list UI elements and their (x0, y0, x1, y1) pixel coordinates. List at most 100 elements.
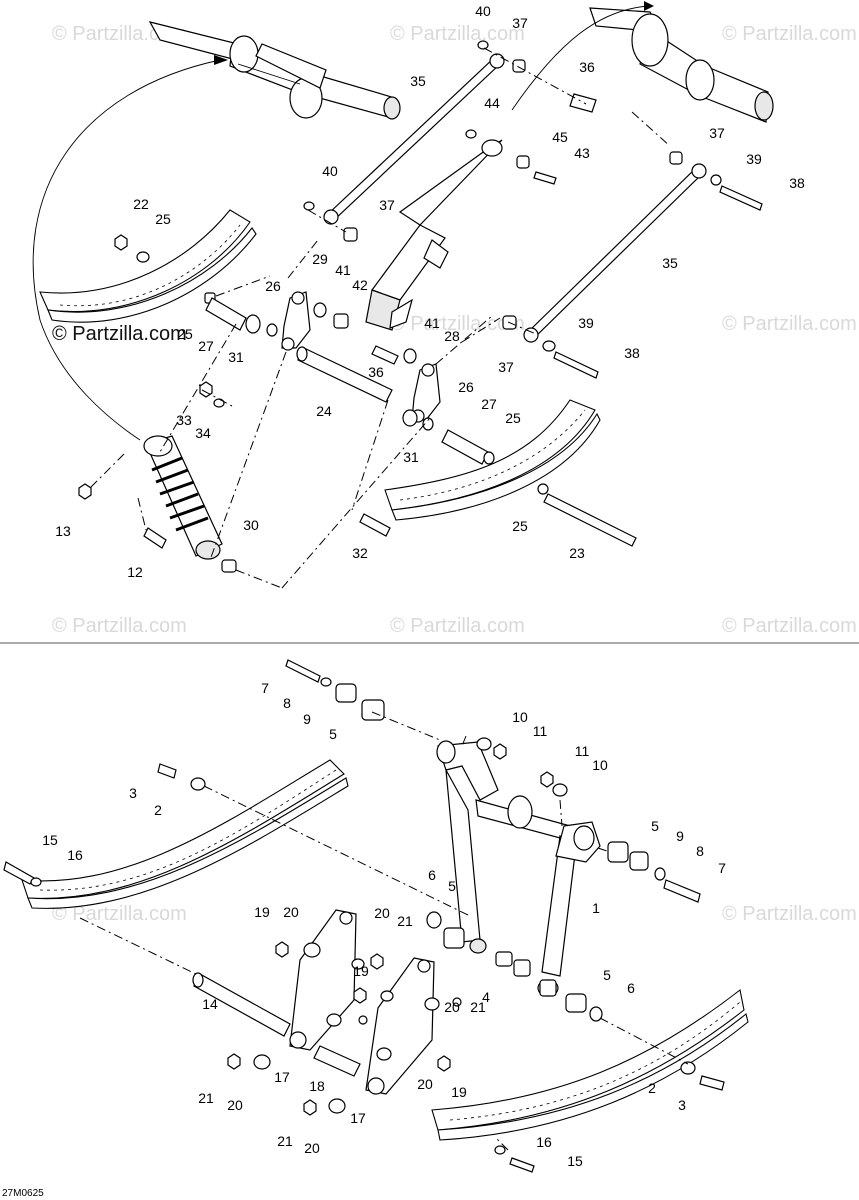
watermark: © Partzilla.com (390, 23, 525, 45)
part-callout: 6 (627, 980, 635, 996)
shaft-24 (296, 346, 393, 403)
part-callout: 25 (177, 326, 193, 342)
part-callout: 25 (512, 518, 528, 534)
part-callout: 19 (254, 904, 270, 920)
part-callout: 26 (458, 379, 474, 395)
part-callout: 36 (579, 59, 595, 75)
linkage-rod-upper (323, 53, 505, 225)
part-callout: 8 (283, 695, 291, 711)
part-callout: 20 (444, 999, 460, 1015)
part-callout: 34 (195, 425, 211, 441)
watermark: © Partzilla.com (52, 615, 187, 637)
part-callout: 11 (575, 743, 590, 759)
assembly-lines-bottom (79, 711, 689, 1151)
rail-left-bottom (21, 759, 349, 909)
part-callout: 22 (133, 196, 149, 212)
linkage-rod-right (523, 163, 707, 343)
part-callout: 27 (481, 396, 497, 412)
part-callout: 13 (55, 523, 71, 539)
watermark: © Partzilla.com (52, 903, 187, 925)
watermark: © Partzilla.com (722, 903, 857, 925)
part-callout: 16 (536, 1134, 552, 1150)
part-callout: 37 (512, 15, 528, 31)
part-callout: 37 (498, 359, 514, 375)
part-callout: 40 (322, 163, 338, 179)
part-callout: 17 (274, 1069, 290, 1085)
part-callout: 21 (198, 1090, 214, 1106)
part-callout: 30 (243, 517, 259, 533)
rail-left-top (39, 209, 257, 323)
part-callout: 8 (696, 843, 704, 859)
part-callout: 26 (265, 278, 281, 294)
rail-right-top (384, 399, 601, 521)
side-plate-right (365, 957, 435, 1095)
part-callout: 31 (228, 349, 244, 365)
part-callout: 45 (552, 129, 568, 145)
part-callout: 5 (329, 726, 337, 742)
shaft-18 (313, 1045, 361, 1077)
side-plate-left (289, 909, 357, 1051)
part-callout: 19 (451, 1084, 467, 1100)
small-hardware-bottom (3, 659, 725, 1173)
part-callout: 24 (316, 403, 332, 419)
part-callout: 41 (424, 315, 440, 331)
rail-right-bottom (431, 989, 749, 1141)
part-callout: 39 (746, 151, 762, 167)
part-callout: 41 (335, 262, 351, 278)
part-callout: 7 (261, 680, 269, 696)
part-callout: 23 (569, 545, 585, 561)
part-callout: 5 (603, 967, 611, 983)
watermark: © Partzilla.com (722, 615, 857, 637)
part-callout: 25 (155, 211, 171, 227)
part-callout: 36 (368, 364, 384, 380)
upper-left-cross-shaft (148, 21, 401, 120)
part-callout: 3 (678, 1097, 686, 1113)
upper-shock-absorber (365, 139, 503, 331)
front-arm-1 (436, 740, 601, 997)
part-callout: 3 (129, 785, 137, 801)
part-callout: 9 (303, 711, 311, 727)
part-callout: 2 (648, 1080, 656, 1096)
part-callout: 21 (397, 913, 413, 929)
part-callout: 20 (304, 1140, 320, 1156)
part-callout: 37 (379, 197, 395, 213)
watermark: © Partzilla.com (390, 615, 525, 637)
diagram-code: 27M0625 (2, 1188, 44, 1199)
bracket-29 (281, 291, 311, 351)
part-callout: 20 (374, 905, 390, 921)
part-callout: 35 (410, 73, 426, 89)
part-callout: 19 (353, 963, 369, 979)
part-callout: 32 (352, 545, 368, 561)
watermark: © Partzilla.com (722, 23, 857, 45)
part-callout: 18 (309, 1078, 325, 1094)
assembly-lines-top (89, 47, 671, 589)
part-callout: 21 (470, 999, 486, 1015)
part-callout: 16 (67, 847, 83, 863)
part-callout: 37 (709, 125, 725, 141)
part-callout: 31 (403, 449, 419, 465)
part-callout: 20 (283, 904, 299, 920)
watermark: © Partzilla.com (722, 313, 857, 335)
part-callout: 6 (428, 867, 436, 883)
part-callout: 40 (475, 3, 491, 19)
part-callout: 39 (578, 315, 594, 331)
part-callout: 14 (202, 996, 218, 1012)
part-callout: 4 (482, 989, 490, 1005)
part-callout: 20 (227, 1097, 243, 1113)
part-callout: 7 (718, 860, 726, 876)
upper-right-cross-shaft (589, 7, 774, 123)
front-arm-assembly (3, 659, 749, 1173)
coil-over-shock (143, 435, 223, 560)
part-callout: 21 (277, 1133, 293, 1149)
part-callout: 5 (651, 818, 659, 834)
part-callout: 10 (512, 709, 528, 725)
watermarks: © Partzilla.com © Partzilla.com © Partzi… (52, 23, 857, 925)
part-callout: 15 (42, 832, 58, 848)
part-callout: 20 (417, 1076, 433, 1092)
part-callout: 29 (312, 251, 328, 267)
part-callout: 43 (574, 145, 590, 161)
small-hardware-top (78, 40, 763, 573)
watermark-dark: © Partzilla.com (52, 323, 187, 345)
